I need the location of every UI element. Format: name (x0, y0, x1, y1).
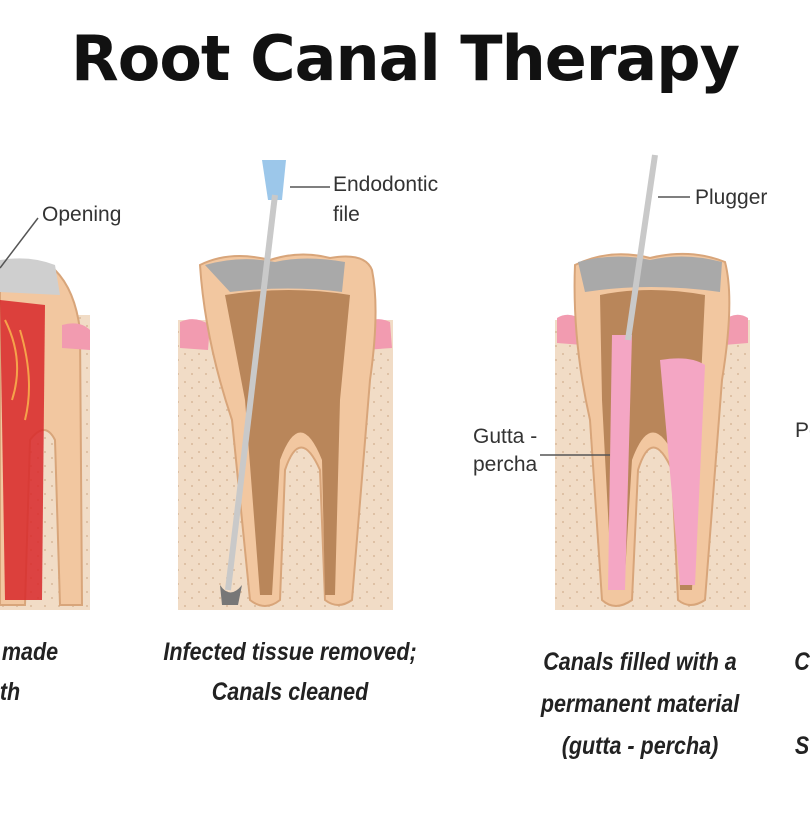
label-plugger: Plugger (695, 186, 768, 209)
endodontic-file (225, 194, 278, 591)
plugger (625, 154, 658, 341)
crown-opening-1 (0, 258, 60, 295)
label-gutta-line2: percha (473, 453, 538, 476)
caption-step2-line1: Infected tissue removed; (163, 638, 417, 666)
caption-step4-line3: S (794, 732, 810, 760)
label-gutta-line1: Gutta - (473, 425, 538, 448)
gum-pink-1 (62, 323, 90, 350)
caption-step1-line1: made (1, 638, 59, 666)
tooth-step-2 (178, 160, 393, 610)
caption-step1-line2: th (0, 678, 21, 706)
tooth-step-3 (540, 154, 750, 610)
gutta-percha-fill-right (660, 358, 705, 585)
label-opening: Opening (42, 203, 122, 226)
label-endodontic-line2: file (333, 203, 360, 226)
nerve-lines (4, 319, 30, 421)
caption-step3-line1: Canals filled with a (543, 648, 737, 676)
caption-step3-line2: permanent material (540, 690, 740, 718)
crown-cap-3 (578, 256, 722, 292)
infected-pulp (0, 300, 45, 600)
label-endodontic-line1: Endodontic (333, 173, 439, 196)
caption-step2-line2: Canals cleaned (211, 678, 369, 706)
page-title: Root Canal Therapy (71, 22, 740, 95)
gutta-percha-fill-left (608, 335, 632, 590)
label-partial: Po (795, 419, 810, 442)
crown-cap-2 (205, 258, 345, 292)
caption-step4-line1: C (794, 648, 810, 676)
caption-step3-line3: (gutta - percha) (561, 732, 719, 760)
tooth-step-1 (0, 258, 90, 610)
